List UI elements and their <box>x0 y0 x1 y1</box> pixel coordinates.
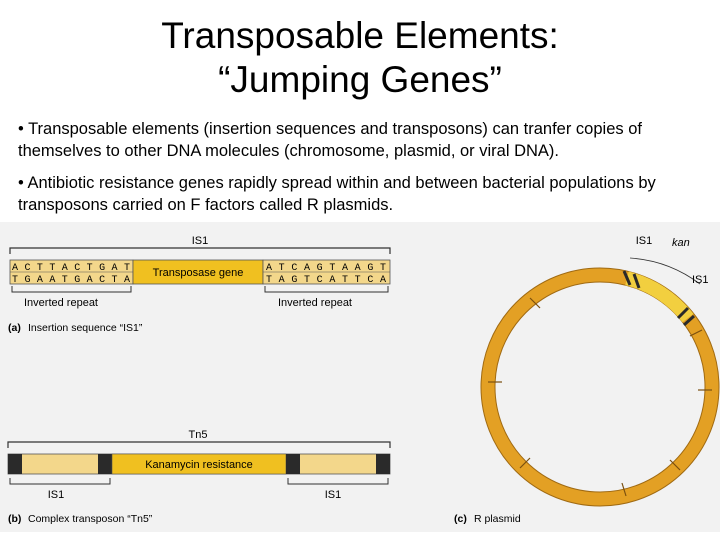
bullet-point-2: • Antibiotic resistance genes rapidly sp… <box>18 174 656 214</box>
kanamycin-resistance-label: Kanamycin resistance <box>145 459 253 471</box>
slide-title: Transposable Elements: “Jumping Genes” <box>0 14 720 102</box>
right-inverted-repeat-label: Inverted repeat <box>278 297 352 309</box>
figure-canvas: IS1 A C T T A C T G A T T G A A T G A C … <box>7 235 720 525</box>
is1-bracket <box>9 247 391 254</box>
right-is1-label: IS1 <box>325 489 342 501</box>
panel-a-letter: (a) <box>8 322 21 334</box>
right-repeat-bracket <box>264 286 389 293</box>
panel-c-caption: R plasmid <box>474 513 521 525</box>
panel-b-letter: (b) <box>8 513 21 525</box>
plasmid-ring <box>481 268 719 506</box>
transposon-figure: IS1 A C T T A C T G A T T G A A T G A C … <box>0 222 720 532</box>
panel-b-complex-transposon: Tn5 Kanamycin resistance IS1 IS1 (b) Com… <box>7 429 391 525</box>
panel-c-r-plasmid: IS1 kan IS1 (c) R plasmid <box>454 235 720 525</box>
transposase-gene-box <box>132 259 264 285</box>
left-sequence-bottom: T G A A T G A C T A <box>12 275 130 286</box>
bullet-point-1: • Transposable elements (insertion seque… <box>18 120 642 160</box>
right-sequence-bottom: T A G T C A T T C A <box>266 275 386 286</box>
left-repeat-bracket <box>11 286 132 293</box>
panel-a-caption: Insertion sequence “IS1” <box>28 322 143 334</box>
tn5-bracket <box>7 441 391 448</box>
is1-label: IS1 <box>192 235 209 247</box>
left-is1-outer-end <box>8 454 22 474</box>
right-is1-inner-end <box>286 454 300 474</box>
title-line-1: Transposable Elements: <box>161 15 559 56</box>
panel-a-insertion-sequence: IS1 A C T T A C T G A T T G A A T G A C … <box>8 235 391 334</box>
right-sequence-top: A T C A G T A A G T <box>266 263 386 274</box>
is1-mark-right <box>676 306 690 320</box>
left-is1-bracket <box>9 478 111 485</box>
right-is1-bracket <box>287 478 389 485</box>
left-inverted-repeat-label: Inverted repeat <box>24 297 98 309</box>
left-is1-label: IS1 <box>48 489 65 501</box>
tn5-label: Tn5 <box>189 429 208 441</box>
plasmid-kan-label: kan <box>672 237 690 249</box>
left-is1-inner-end <box>98 454 112 474</box>
panel-b-caption: Complex transposon “Tn5” <box>28 513 153 525</box>
kan-arc-line <box>629 257 701 285</box>
is1-mark-left <box>622 270 632 286</box>
transposase-gene-label: Transposase gene <box>153 267 244 279</box>
title-line-2: “Jumping Genes” <box>218 59 502 100</box>
right-is1-outer-end <box>376 454 390 474</box>
left-sequence-top: A C T T A C T G A T <box>12 263 130 274</box>
panel-c-letter: (c) <box>454 513 467 525</box>
plasmid-is1-left-label: IS1 <box>636 235 653 247</box>
plasmid-is1-right-label: IS1 <box>692 274 709 286</box>
